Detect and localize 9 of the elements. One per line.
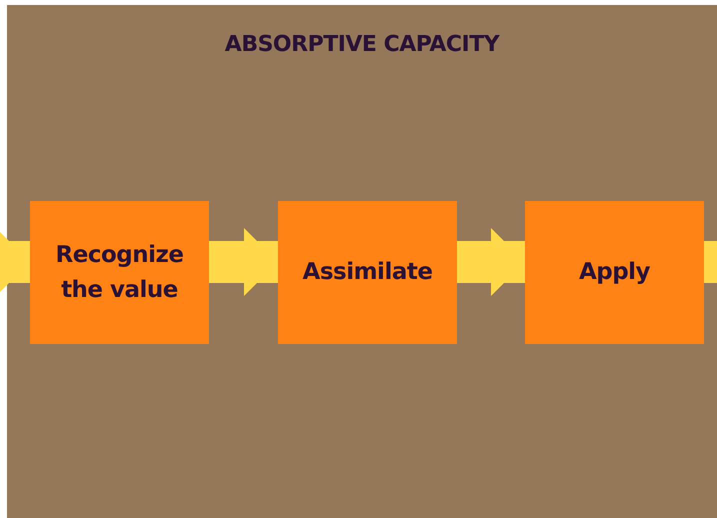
box-label: Assimilate [302,258,432,288]
process-box [278,201,457,344]
box-label: Apply [578,258,650,288]
title: ABSORPTIVE CAPACITY [224,32,501,57]
block-arrow [209,228,278,296]
process-box [525,201,704,344]
process-box [30,201,209,344]
block-arrow [457,228,525,296]
box-label: Recognize the value [54,241,184,304]
